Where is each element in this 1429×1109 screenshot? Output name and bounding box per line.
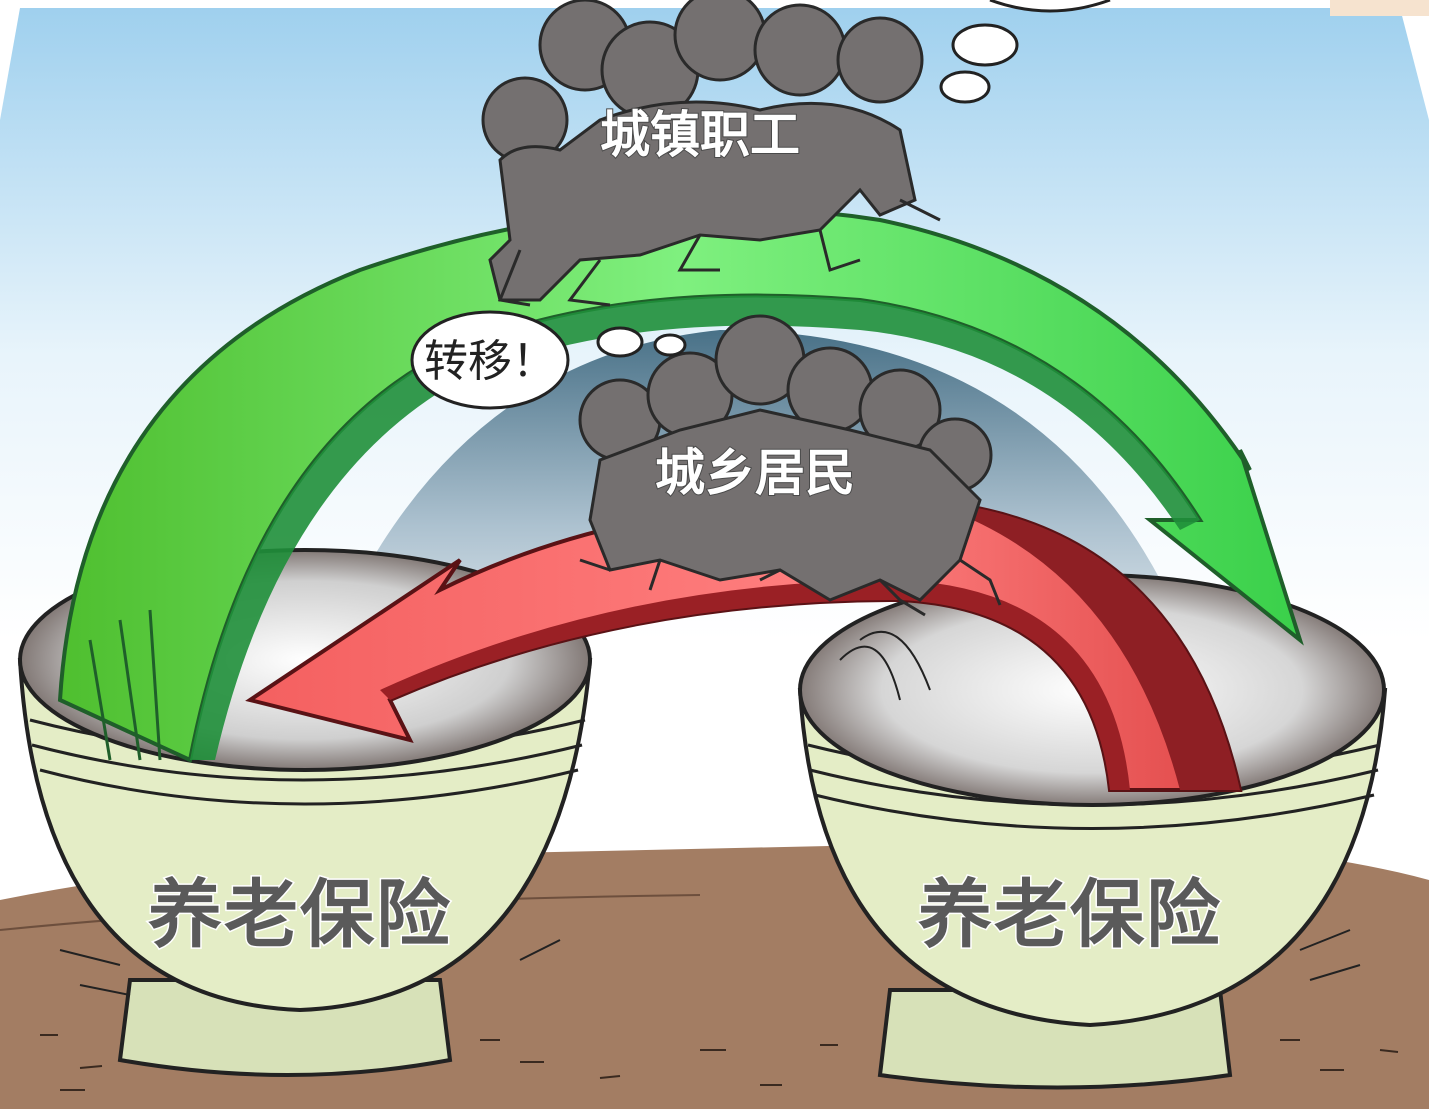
crowd-urban-rural-residents-label: 城乡居民 <box>655 443 855 502</box>
red-arrow <box>245 497 1243 792</box>
crowd-city-workers-label: 城镇职工 <box>600 105 800 164</box>
bowl-right-label: 养老保险 <box>918 872 1222 958</box>
thought-bubble-top <box>939 0 1111 104</box>
crowd-urban-rural-residents <box>578 314 1002 617</box>
speech-bubble-text: 转移！ <box>424 336 556 387</box>
bowl-left-label: 养老保险 <box>148 872 452 958</box>
crowd-city-workers <box>481 0 941 307</box>
speech-bubble: 转移！ <box>410 310 687 410</box>
